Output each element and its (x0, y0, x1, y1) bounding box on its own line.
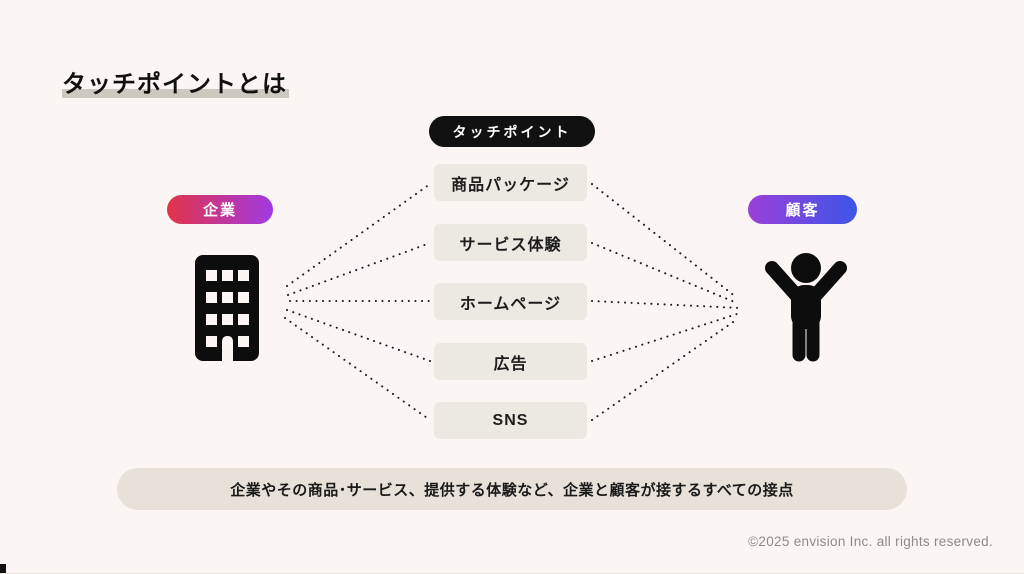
line-sns-to-customer (591, 319, 737, 421)
line-enterprise-to-ad (286, 309, 431, 362)
touchpoint-box-sns: SNS (434, 402, 587, 439)
line-package-to-customer (591, 183, 737, 298)
enterprise-label-pill: 企業 (167, 195, 273, 224)
touchpoint-box-ad: 広告 (434, 343, 587, 380)
touchpoint-box-service: サービス体験 (434, 224, 587, 261)
summary-bar: 企業やその商品･サービス、提供する体験など、企業と顧客が接するすべての接点 (117, 468, 907, 510)
line-enterprise-to-service (287, 242, 431, 296)
title-underline (62, 89, 289, 98)
copyright-text: ©2025 envision Inc. all rights reserved. (748, 534, 993, 549)
line-homepage-to-customer (591, 300, 741, 309)
line-ad-to-customer (591, 313, 738, 362)
line-enterprise-to-sns (284, 317, 431, 421)
page-title: タッチポイントとは (62, 71, 287, 98)
touchpoint-box-homepage: ホームページ (434, 283, 587, 320)
title-block: タッチポイントとは (62, 64, 289, 99)
line-service-to-customer (591, 242, 738, 304)
person-icon (756, 251, 856, 363)
touchpoint-box-package: 商品パッケージ (434, 164, 587, 201)
screenshot-corner-artifact (0, 564, 6, 573)
building-icon (194, 254, 260, 362)
line-enterprise-to-package (286, 183, 431, 287)
customer-label-pill: 顧客 (748, 195, 857, 224)
touchpoint-badge: タッチポイント (429, 116, 595, 147)
